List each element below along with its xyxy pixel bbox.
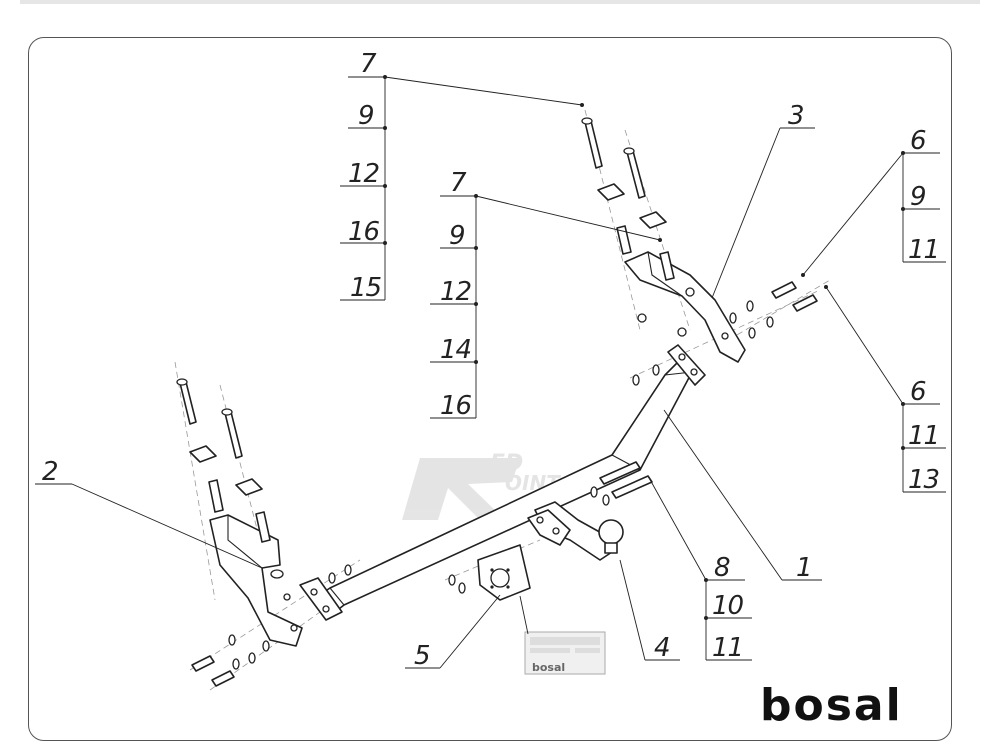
callout-9: 9 [910,182,926,212]
callout-9: 9 [358,101,374,131]
right-vertical-bolts [581,117,675,281]
top-divider [20,0,980,4]
callout-leaders [35,75,946,669]
left-vertical-bolts [176,378,271,543]
callout-6: 6 [910,377,926,407]
callout-9: 9 [449,221,465,251]
callout-15: 15 [350,273,382,303]
callout-13: 13 [908,465,939,495]
callout-6: 6 [910,126,926,156]
left-bracket [209,514,303,647]
callout-5: 5 [414,641,430,671]
callout-7: 7 [450,168,467,198]
nameplate: bosal [524,631,606,675]
right-bracket [624,251,746,363]
callout-1: 1 [796,553,812,583]
bosal-logo: bosal [760,680,903,731]
callout-11: 11 [712,633,743,663]
callout-10: 10 [712,591,744,621]
callout-4: 4 [654,633,670,663]
nameplate-brand: bosal [532,661,565,674]
callout-labels: 7 9 12 16 15 7 9 12 14 16 3 6 9 11 6 11 … [42,49,940,671]
horizontal-bolts-and-washers [191,281,818,687]
callout-12: 12 [348,159,379,189]
main-cross-beam [299,344,706,621]
tow-ball-neck [527,501,624,561]
callout-11: 11 [908,235,939,265]
callout-16: 16 [440,391,472,421]
watermark-text-top: ED [490,451,523,476]
callout-11: 11 [908,421,939,451]
drawing-frame [28,37,952,741]
callout-14: 14 [440,335,471,365]
callout-2: 2 [42,457,58,487]
callout-16: 16 [348,217,380,247]
callout-12: 12 [440,277,471,307]
socket-plate [477,544,531,601]
callout-8: 8 [714,553,730,583]
callout-7: 7 [360,49,377,79]
callout-3: 3 [788,101,804,131]
